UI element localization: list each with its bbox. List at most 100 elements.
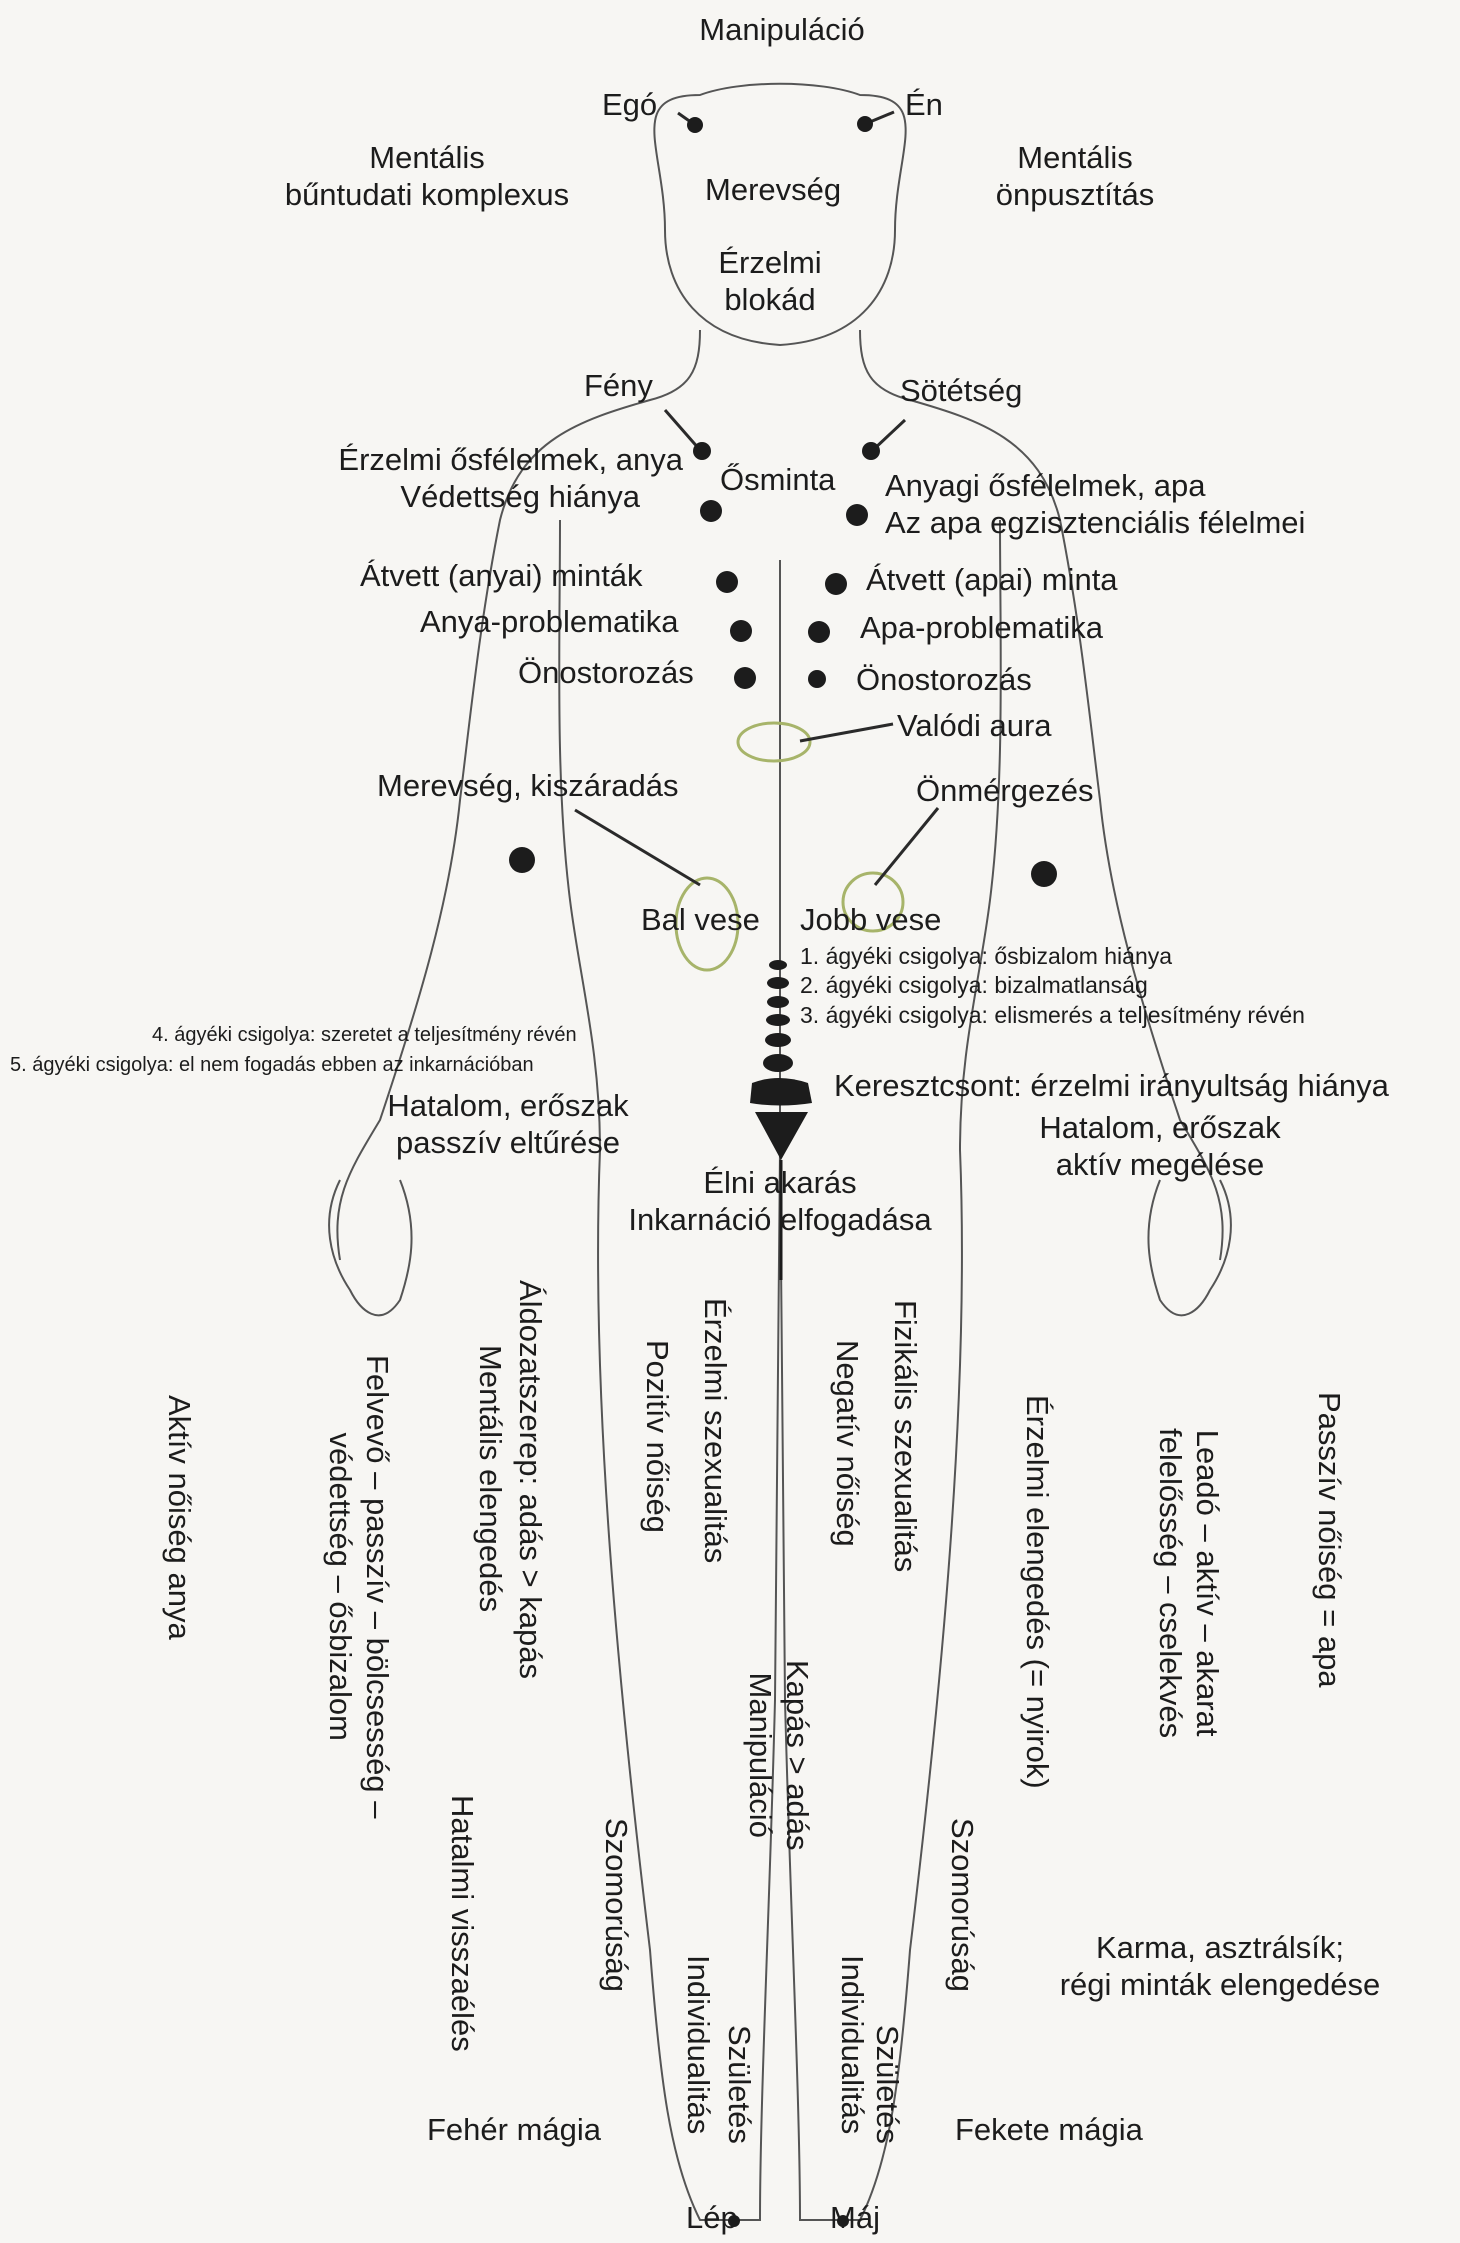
right-mental-line2: önpusztítás — [995, 176, 1155, 212]
mother-problem-point — [730, 620, 752, 642]
left-mental-line2: bűntudati komplexus — [284, 176, 570, 212]
right-kidney-label: Jobb vese — [800, 902, 942, 937]
right-sadness-label: Szomorúság — [945, 1818, 980, 1993]
self-point — [857, 116, 873, 132]
aura-ellipse — [736, 721, 812, 763]
will-to-live-line2: Inkarnáció elfogadása — [628, 1201, 932, 1237]
mother-patterns-point — [716, 571, 738, 593]
left-self-flagellation-label: Önostorozás — [518, 655, 694, 690]
active-power-line2: aktív megélése — [1055, 1146, 1265, 1182]
emotional-block-label: Érzelmi blokád — [700, 245, 840, 318]
father-patterns-label: Átvett (apai) minta — [866, 562, 1118, 597]
left-kidney-shape — [674, 876, 740, 972]
will-to-live-label: Élni akarás Inkarnáció elfogadása — [610, 1165, 950, 1238]
black-magic-label: Fekete mágia — [955, 2112, 1143, 2147]
right-kidney-shape — [841, 871, 905, 933]
vertebra-l1-label: 1. ágyéki csigolya: ősbizalom hiánya — [800, 943, 1173, 969]
giving-active-line2: felelősség – cselekvés — [1153, 1428, 1189, 1739]
active-power-line1: Hatalom, erőszak — [1039, 1110, 1281, 1145]
stiffness-drying-label: Merevség, kiszáradás — [377, 768, 679, 803]
negative-femininity-label: Negatív nőiség — [830, 1340, 865, 1547]
mother-fears-line1: Érzelmi ősfélelmek, anya — [338, 442, 683, 477]
emotional-release-label: Érzelmi elengedés (= nyirok) — [1020, 1395, 1055, 1789]
left-birth-label: Születés — [722, 2025, 757, 2144]
emotional-sexuality-label: Érzelmi szexualitás — [698, 1298, 733, 1564]
right-individuality-label: Individualitás — [835, 1955, 870, 2135]
passive-femininity-label: Passzív nőiség = apa — [1312, 1392, 1347, 1688]
right-arm-point — [1031, 861, 1057, 887]
receiving-wisdom-label: Felvevő – passzív – bölcsesség – védetts… — [322, 1355, 395, 1819]
self-poisoning-label: Önmérgezés — [916, 773, 1094, 808]
left-arm-point — [509, 847, 535, 873]
will-to-live-line1: Élni akarás — [703, 1165, 857, 1200]
vertebra-l4-label: 4. ágyéki csigolya: szeretet a teljesítm… — [152, 1024, 577, 1046]
physical-sexuality-label: Fizikális szexualitás — [888, 1300, 923, 1573]
karma-line2: régi minták elengedése — [1059, 1966, 1381, 2002]
right-self-flagellation-point — [808, 670, 826, 688]
emotional-block-line2: blokád — [724, 281, 816, 317]
right-mental-label: Mentális önpusztítás — [955, 140, 1195, 213]
body-outline — [328, 82, 1232, 2221]
father-fears-line1: Anyagi ősfélelmek, apa — [885, 468, 1206, 503]
head-top-label: Manipuláció — [699, 12, 865, 47]
taking-line1: Kapás > adás — [780, 1660, 815, 1851]
left-mental-label: Mentális bűntudati komplexus — [262, 140, 592, 213]
vertebra-l5 — [763, 1054, 793, 1072]
vertebra-l1 — [769, 960, 787, 970]
sacrum-label: Keresztcsont: érzelmi irányultság hiánya — [834, 1068, 1389, 1103]
mother-problem-label: Anya-problematika — [420, 604, 679, 639]
father-fears-point — [846, 504, 868, 526]
father-patterns-point — [825, 573, 847, 595]
archetype-label: Ősminta — [720, 462, 836, 497]
mother-fears-label: Érzelmi ősfélelmek, anya Védettség hiány… — [283, 442, 683, 515]
vertebra-l4 — [765, 1033, 791, 1047]
ego-label: Egó — [602, 87, 658, 122]
active-femininity-label: Aktív nőiség anya — [162, 1395, 197, 1640]
vertebra-l5-label: 5. ágyéki csigolya: el nem fogadás ebben… — [10, 1054, 534, 1076]
vertebra-l1b — [767, 977, 789, 989]
left-kidney-label: Bal vese — [641, 902, 760, 937]
passive-power-label: Hatalom, erőszak passzív eltűrése — [363, 1088, 653, 1161]
mother-fears-line2: Védettség hiánya — [400, 478, 640, 514]
father-fears-line2: Az apa egzisztenciális félelmei — [885, 504, 1306, 540]
kidneys — [674, 721, 905, 972]
liver-label: Máj — [830, 2200, 880, 2235]
vertebra-l2-label: 2. ágyéki csigolya: bizalmatlanság — [800, 972, 1148, 998]
right-self-flagellation-label: Önostorozás — [856, 662, 1032, 697]
power-abuse-label: Hatalmi visszaélés — [445, 1795, 480, 2052]
left-self-flagellation-point — [734, 667, 756, 689]
liver-point — [837, 2215, 849, 2227]
left-mental-line1: Mentális — [369, 140, 485, 175]
vertebra-l2 — [767, 996, 789, 1008]
karma-label: Karma, asztrálsík; régi minták elengedés… — [1030, 1930, 1410, 2003]
father-problem-point — [808, 621, 830, 643]
darkness-label: Sötétség — [900, 373, 1023, 408]
positive-femininity-label: Pozitív nőiség — [640, 1340, 675, 1533]
self-label: Én — [905, 87, 943, 122]
emotional-block-line1: Érzelmi — [718, 245, 822, 280]
receiving-wisdom-line1: Felvevő – passzív – bölcsesség – — [360, 1355, 395, 1819]
white-magic-label: Fehér mágia — [427, 2112, 602, 2147]
darkness-point — [862, 442, 880, 460]
right-birth-label: Születés — [870, 2025, 905, 2144]
right-mental-line1: Mentális — [1017, 140, 1133, 175]
father-problem-label: Apa-problematika — [860, 610, 1103, 645]
father-fears-label: Anyagi ősfélelmek, apa Az apa egzisztenc… — [885, 468, 1305, 541]
points — [509, 116, 1057, 2227]
taking-line2: Manipuláció — [743, 1672, 779, 1838]
spleen-label: Lép — [686, 2200, 738, 2235]
spleen-point — [728, 2215, 740, 2227]
receiving-wisdom-line2: védettség – ősbizalom — [323, 1432, 359, 1741]
connector-lines — [574, 110, 940, 887]
vertebra-l3 — [766, 1014, 790, 1026]
passive-power-line1: Hatalom, erőszak — [387, 1088, 629, 1123]
head-stiffness-label: Merevség — [705, 172, 842, 207]
victim-role-label: Áldozatszerep: adás > kapás — [513, 1280, 548, 1679]
giving-active-line1: Leadó – aktív – akarat — [1190, 1429, 1225, 1737]
sacrum-shape — [750, 1078, 812, 1106]
left-individuality-label: Individualitás — [681, 1955, 716, 2135]
coccyx-triangle — [755, 1112, 808, 1160]
light-label: Fény — [584, 368, 653, 403]
vertebrae — [750, 960, 812, 1280]
